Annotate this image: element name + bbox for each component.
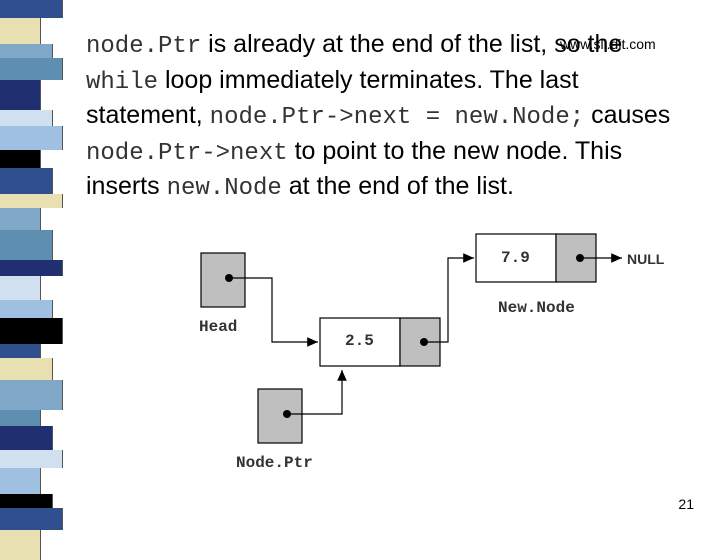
head-to-node1-arrow: [229, 277, 318, 347]
stripe-block: [0, 318, 63, 344]
stripe-block: [0, 0, 63, 18]
text-segment: is already at the end of the list, so th…: [201, 30, 623, 58]
text-segment: loop immediately terminates. The last st…: [86, 65, 579, 130]
page-number: 21: [678, 496, 694, 512]
code-token: node.Ptr->next = new.Node;: [209, 104, 585, 131]
stripe-block: [0, 168, 53, 194]
stripe-block: [0, 276, 41, 300]
head-label: Head: [199, 318, 237, 336]
stripe-block: [0, 410, 41, 426]
stripe-block: [0, 150, 41, 168]
code-token: while: [86, 68, 159, 96]
node1-value: 2.5: [345, 332, 374, 350]
stripe-block: [0, 260, 63, 276]
linked-list-diagram: Head 2.5 7.9 NULL New.Node Node.Ptr: [199, 233, 665, 472]
code-token: new.Node: [166, 175, 282, 202]
stripe-block: [0, 508, 63, 530]
nodeptr-to-node1-arrow: [287, 370, 347, 415]
node2-value: 7.9: [501, 249, 530, 267]
node1-to-node2-arrow: [424, 253, 474, 343]
stripe-block: [0, 44, 53, 58]
stripe-block: [0, 426, 53, 450]
stripe-block: [0, 80, 41, 110]
stripe-block: [0, 494, 53, 508]
newnode-label: New.Node: [498, 299, 575, 317]
watermark-text: www.sli.dit.com: [560, 36, 656, 52]
stripe-block: [0, 450, 63, 468]
stripe-block: [0, 126, 63, 150]
text-segment: to point to the new node. This inserts: [86, 136, 623, 201]
text-segment: at the end of the list.: [281, 172, 514, 200]
stripe-block: [0, 208, 41, 230]
stripe-block: [0, 58, 63, 80]
nodeptr-box: [257, 388, 303, 444]
stripe-block: [0, 194, 63, 208]
stripe-block: [0, 110, 53, 126]
head-pointer-box: [200, 252, 246, 308]
null-label: NULL: [627, 251, 665, 267]
nodeptr-label: Node.Ptr: [236, 454, 313, 472]
node2-data-box: [475, 233, 557, 283]
stripe-block: [0, 468, 41, 494]
decorative-side-stripe: [0, 0, 63, 560]
slide-body-text: node.Ptr is already at the end of the li…: [86, 28, 696, 206]
stripe-block: [0, 18, 41, 44]
stripe-block: [0, 344, 41, 358]
text-segment: causes: [584, 101, 671, 129]
stripe-block: [0, 230, 53, 260]
code-token: node.Ptr: [86, 33, 202, 60]
stripe-block: [0, 380, 63, 410]
code-token: node.Ptr->next: [86, 139, 288, 167]
stripe-block: [0, 300, 53, 318]
stripe-block: [0, 358, 53, 380]
